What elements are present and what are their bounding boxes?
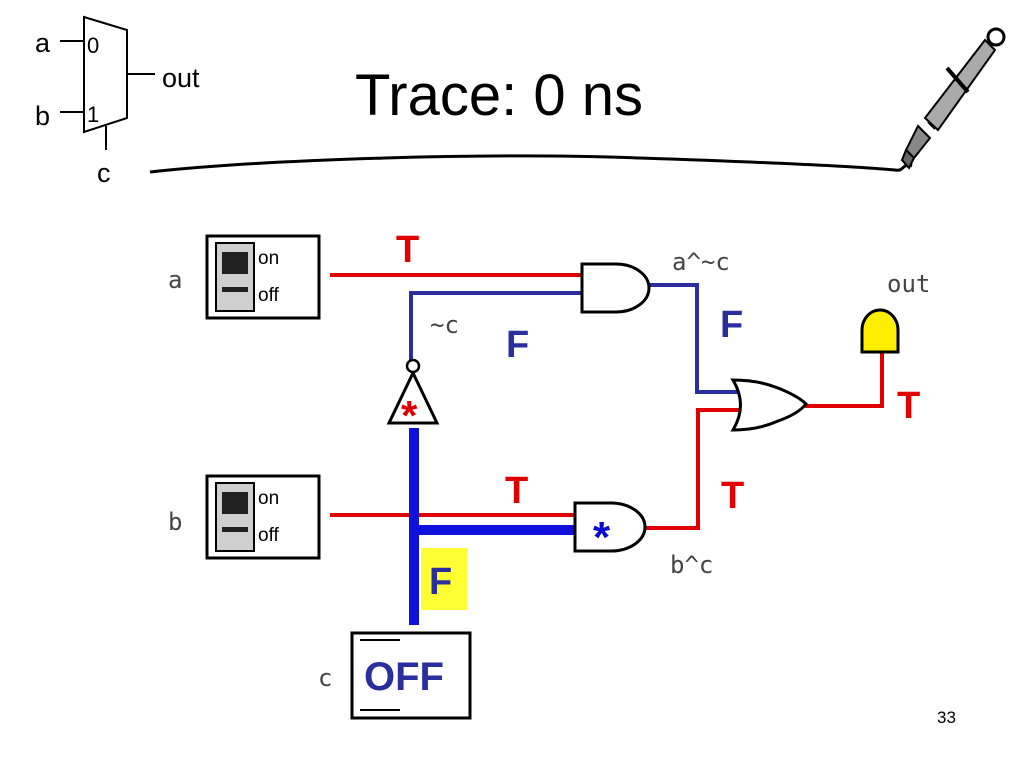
wire-and-bottom-out — [645, 408, 740, 530]
value-c-wire: F — [429, 561, 452, 603]
mux-one-label: 1 — [87, 102, 99, 127]
and-bottom-label: b^c — [670, 551, 713, 579]
not-gate-marker: * — [401, 392, 418, 439]
mux-zero-label: 0 — [87, 33, 99, 58]
mux-output-label: out — [162, 63, 200, 93]
value-and-bottom-out: T — [721, 475, 744, 517]
switch-c-frame — [350, 631, 472, 720]
mux-diagram: a b 0 1 out c — [35, 15, 200, 188]
mux-input-a-label: a — [35, 28, 51, 58]
switch-a[interactable]: a on off — [168, 234, 321, 320]
and-gate-bottom — [573, 501, 647, 553]
wire-or-out — [805, 352, 884, 408]
and-bottom-marker: * — [593, 513, 611, 562]
switch-c-state: OFF — [364, 655, 444, 699]
switch-b-off-label: off — [258, 525, 280, 546]
slide-title: Trace: 0 ns — [355, 63, 643, 128]
switch-a-off-label: off — [258, 285, 280, 306]
c-value-highlight — [421, 548, 467, 610]
switch-b-label: b — [168, 508, 182, 536]
sword-icon — [900, 27, 1006, 170]
mux-select-label: c — [97, 158, 111, 188]
switch-b[interactable]: b on off — [168, 474, 321, 560]
and-gate-top — [580, 262, 651, 314]
and-top-label: a^~c — [672, 248, 730, 276]
wire-not-c — [409, 291, 582, 360]
value-a-wire: T — [396, 229, 419, 271]
or-gate — [730, 378, 809, 432]
page-number: 33 — [937, 708, 956, 727]
switch-a-knob — [222, 252, 248, 274]
switch-b-on-label: on — [258, 488, 279, 509]
mux-body — [83, 15, 128, 134]
value-and-top-out: F — [720, 304, 743, 346]
switch-c-label: c — [318, 664, 332, 692]
wires — [330, 273, 884, 625]
switch-a-label: a — [168, 266, 182, 294]
switch-a-on-label: on — [258, 248, 279, 269]
output-led-icon — [860, 308, 900, 354]
mux-input-b-label: b — [35, 101, 50, 131]
title-divider — [149, 154, 913, 174]
wire-and-top-out — [648, 283, 740, 394]
value-not-c: F — [506, 324, 529, 366]
value-or-out: T — [897, 385, 920, 427]
not-gate — [386, 358, 440, 425]
switch-c[interactable]: c OFF — [318, 631, 472, 720]
not-c-label: ~c — [430, 311, 459, 339]
value-b-wire: T — [505, 470, 528, 512]
out-label: out — [887, 270, 930, 298]
switch-b-knob — [222, 492, 248, 514]
